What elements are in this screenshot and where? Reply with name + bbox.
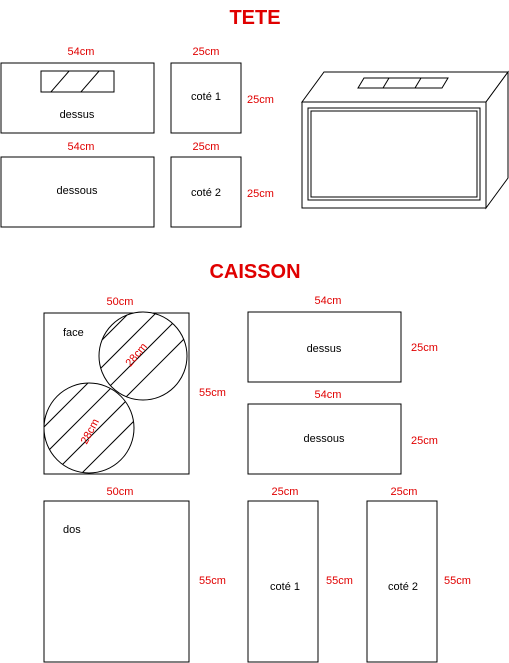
tete-cote1-height: 25cm — [247, 94, 274, 106]
caisson-dessus-height: 25cm — [411, 342, 438, 354]
tete-cote1-label: coté 1 — [191, 91, 221, 103]
caisson-dessous-height: 25cm — [411, 435, 438, 447]
caisson-cote2-panel — [366, 500, 438, 663]
tete-dessous-width: 54cm — [68, 141, 95, 153]
caisson-dessous-width: 54cm — [315, 389, 342, 401]
caisson-dos-panel — [43, 500, 190, 663]
caisson-dessus-label: dessus — [307, 343, 342, 355]
caisson-cote1-height: 55cm — [326, 575, 353, 587]
caisson-dessus-panel — [247, 311, 402, 383]
caisson-cote2-width: 25cm — [391, 486, 418, 498]
tete-dessus-width: 54cm — [68, 46, 95, 58]
speaker-cutout-top: 28cm — [98, 311, 188, 401]
caisson-dessous-panel — [247, 403, 402, 475]
tete-dessus-panel — [0, 62, 155, 134]
caisson-face-height: 55cm — [199, 387, 226, 399]
tete-dessous-label: dessous — [57, 185, 98, 197]
tete-dessous-panel — [0, 156, 155, 228]
caisson-cote1-width: 25cm — [272, 486, 299, 498]
tete-cote2-panel — [170, 156, 242, 228]
caisson-dos-width: 50cm — [107, 486, 134, 498]
tete-cote2-label: coté 2 — [191, 187, 221, 199]
caisson-dos-height: 55cm — [199, 575, 226, 587]
caisson-face-width: 50cm — [107, 296, 134, 308]
caisson-dessus-width: 54cm — [315, 295, 342, 307]
tete-cote2-width: 25cm — [193, 141, 220, 153]
vent-grille — [40, 70, 115, 93]
caisson-cote1-panel — [247, 500, 319, 663]
tete-cote1-panel — [170, 62, 242, 134]
caisson-title: CAISSON — [209, 261, 300, 283]
caisson-cote1-label: coté 1 — [270, 581, 300, 593]
caisson-dos-label: dos — [63, 524, 81, 536]
caisson-face-label: face — [63, 327, 84, 339]
caisson-cote2-label: coté 2 — [388, 581, 418, 593]
speaker-cutout-bottom: 28cm — [43, 382, 135, 474]
tete-title: TETE — [229, 7, 280, 29]
caisson-cote2-height: 55cm — [444, 575, 471, 587]
vent-hatching — [50, 71, 100, 92]
tete-cote1-width: 25cm — [193, 46, 220, 58]
tete-cote2-height: 25cm — [247, 188, 274, 200]
tete-dessus-label: dessus — [60, 109, 95, 121]
caisson-dessous-label: dessous — [304, 433, 345, 445]
head-cabinet-3d-view — [301, 70, 509, 210]
